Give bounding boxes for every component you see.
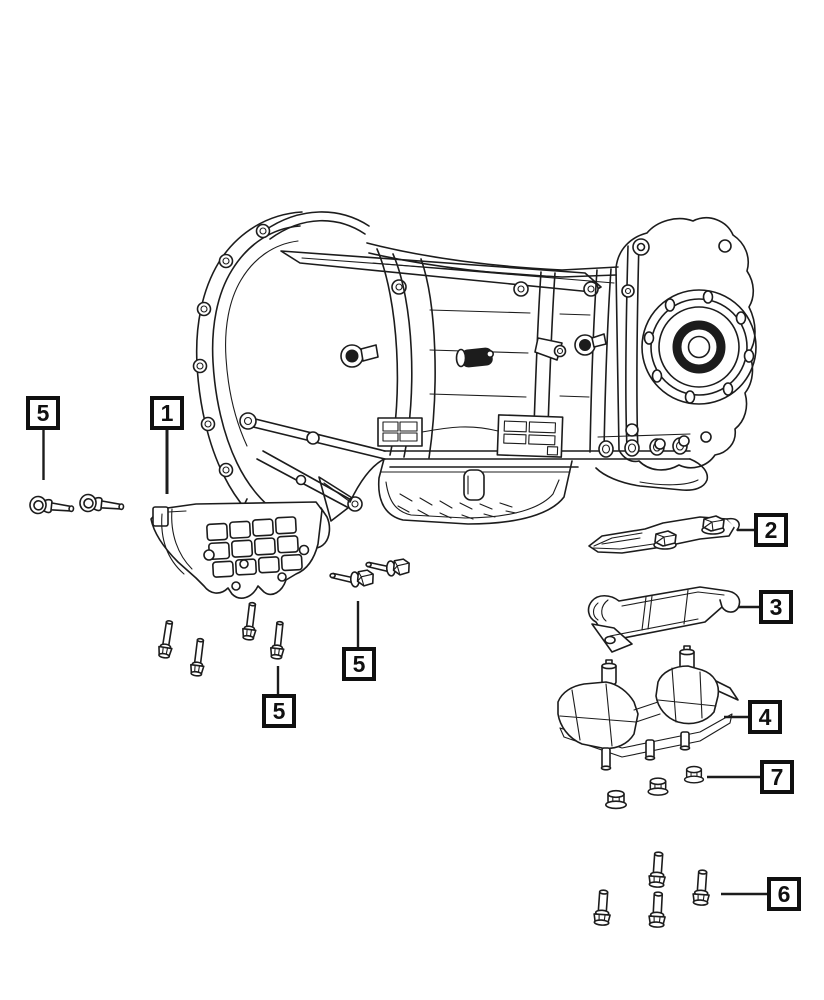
transmission-assembly-illustration	[192, 211, 757, 550]
callout-7[interactable]: 7	[760, 760, 794, 794]
adapter-housing	[615, 217, 757, 471]
callout-5-middle[interactable]: 5	[342, 647, 376, 681]
part-6-bolts[interactable]	[592, 850, 712, 929]
leader-lines	[42, 430, 767, 896]
sensor-right	[574, 333, 607, 356]
callout-1[interactable]: 1	[150, 396, 184, 430]
callout-2[interactable]: 2	[754, 513, 788, 547]
part-2-mount-plate[interactable]	[588, 515, 740, 554]
callout-6[interactable]: 6	[767, 877, 801, 911]
part-5-bolts-upper-left[interactable]	[28, 492, 126, 518]
connector-block-center	[496, 414, 564, 458]
part-7-nuts[interactable]	[604, 765, 705, 810]
oil-pan	[377, 458, 573, 525]
part-3-support-bracket[interactable]	[587, 586, 741, 653]
callout-4[interactable]: 4	[748, 700, 782, 734]
mount-studs	[600, 731, 691, 771]
sensor-center	[455, 347, 494, 368]
sensor-left	[340, 344, 379, 368]
part-4-transmission-mount[interactable]	[557, 645, 739, 771]
top-rib	[280, 250, 602, 293]
callout-5-upper-left[interactable]: 5	[26, 396, 60, 430]
callout-3[interactable]: 3	[759, 590, 793, 624]
callout-5-lower[interactable]: 5	[262, 694, 296, 728]
bell-housing-bolt-bosses	[192, 223, 271, 516]
flange-bolt-holes	[643, 290, 755, 404]
part-5-bolts-middle[interactable]	[329, 557, 411, 590]
main-case	[340, 242, 712, 503]
bracket-waffle-grid	[206, 516, 303, 578]
part-5-bolts-lower[interactable]	[156, 601, 288, 678]
part-1-support-bracket[interactable]	[150, 501, 323, 599]
connector-block-left	[377, 417, 423, 447]
pan-texture	[397, 493, 517, 520]
